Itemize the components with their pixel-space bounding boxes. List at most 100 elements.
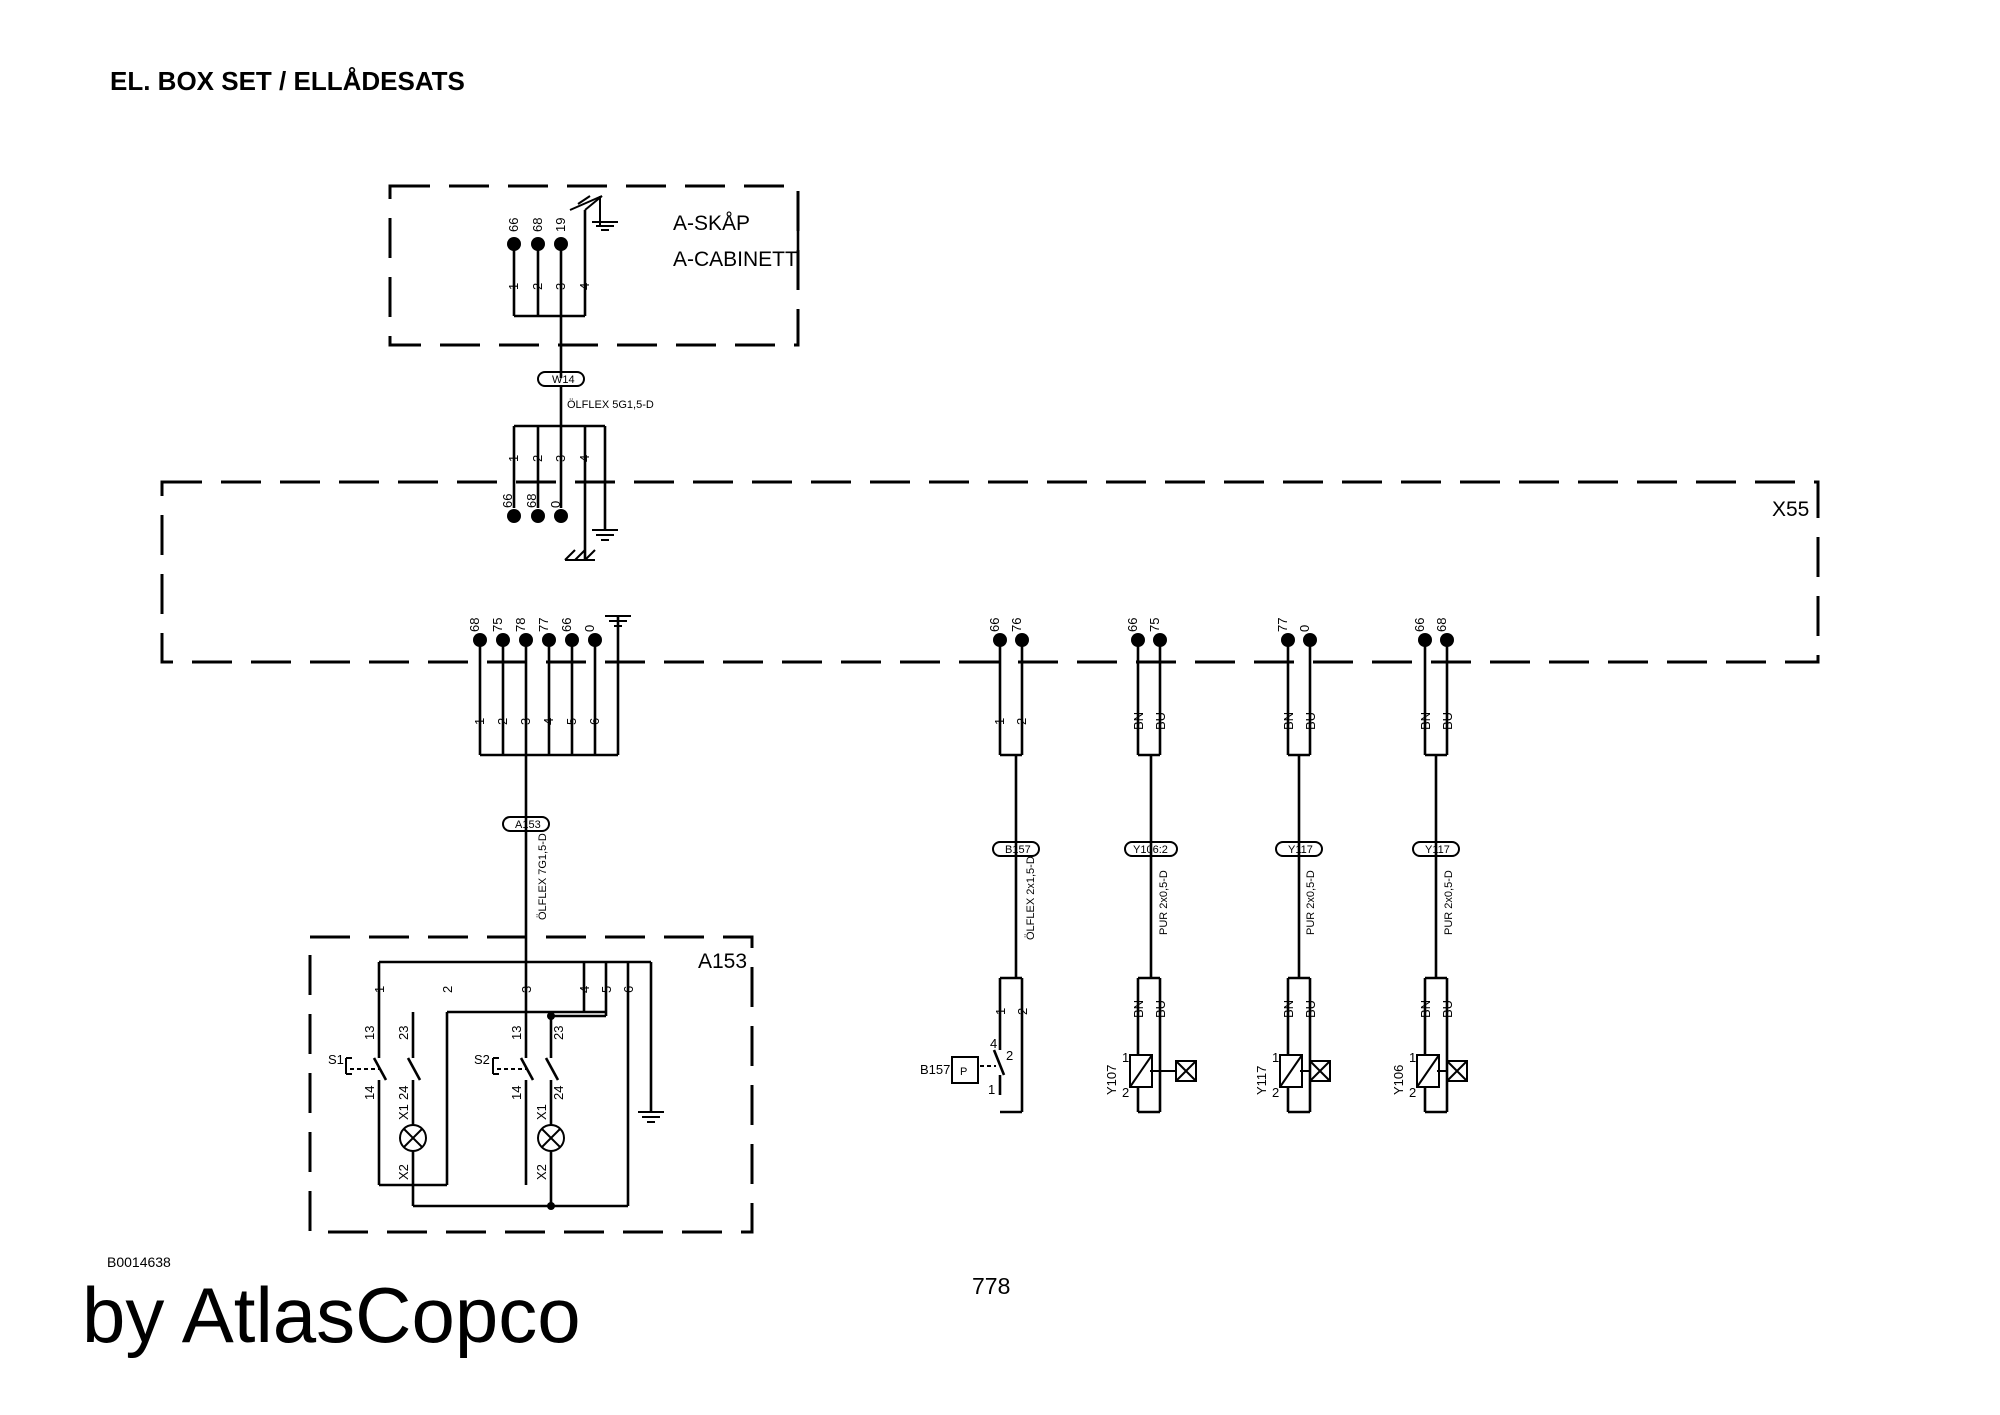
svg-text:23: 23 <box>551 1026 566 1040</box>
cable-w14-tag: W14 <box>552 374 575 386</box>
g2-pin-1: 1 <box>992 718 1007 725</box>
earth-ground-icon-4 <box>638 1111 664 1123</box>
a153-frame <box>308 935 754 1234</box>
switch-s2: S2 13 14 23 24 <box>474 1016 566 1185</box>
a-cabinet-label-1: A-SKÅP <box>673 212 750 235</box>
g1-pin-4: 4 <box>541 718 556 725</box>
x55-label: X55 <box>1772 498 1809 521</box>
svg-text:24: 24 <box>396 1086 411 1100</box>
g4-term-1: 77 <box>1275 618 1290 632</box>
cable-w14-spec: ÖLFLEX 5G1,5-D <box>567 399 654 411</box>
g1-term-5: 66 <box>559 618 574 632</box>
svg-text:BN: BN <box>1418 1000 1433 1018</box>
valve-y106-label: Y106 <box>1391 1065 1406 1095</box>
svg-text:1: 1 <box>1409 1050 1416 1065</box>
b157-p-label: P <box>960 1066 967 1078</box>
a153-pin-6: 6 <box>621 986 636 993</box>
svg-text:BU: BU <box>1303 1000 1318 1018</box>
svg-text:2: 2 <box>1006 1048 1013 1063</box>
svg-text:X1: X1 <box>534 1104 549 1120</box>
valve-icon-2 <box>1300 1060 1331 1082</box>
cable-y117-a: Y117 PUR 2x0,5-D <box>1275 841 1323 935</box>
g1-pin-1: 1 <box>472 718 487 725</box>
a-cab-term-2: 68 <box>530 218 545 232</box>
a-cab-pin-3: 3 <box>553 283 568 290</box>
a153-pin-5: 5 <box>599 986 614 993</box>
cable-y106-2: Y106:2 PUR 2x0,5-D <box>1124 841 1178 935</box>
g4-color-bu: BU <box>1303 712 1318 730</box>
a153-pin-4: 4 <box>577 986 592 993</box>
valve-y117: BN BU Y117 1 2 <box>1254 976 1331 1114</box>
cable-y106-2-tag: Y106:2 <box>1133 844 1168 856</box>
x55-left-term-3: 0 <box>548 501 563 508</box>
a-cab-term-1: 66 <box>506 218 521 232</box>
svg-text:1: 1 <box>1122 1050 1129 1065</box>
diagram-title: EL. BOX SET / ELLÅDESATS <box>110 66 465 96</box>
earth-ground-icon-2 <box>592 529 618 541</box>
g2-pin-2: 2 <box>1014 718 1029 725</box>
g4-term-2: 0 <box>1297 625 1312 632</box>
a153-pin-1: 1 <box>372 986 387 993</box>
chassis-ground-icon-2 <box>564 549 596 561</box>
earth-ground-icon-3 <box>605 615 631 627</box>
cable-a153: A153 ÖLFLEX 7G1,5-D <box>502 816 550 920</box>
g1-pin-3: 3 <box>518 718 533 725</box>
document-id: B0014638 <box>107 1254 171 1270</box>
x55-left-pin-3: 3 <box>553 455 568 462</box>
g3-color-bn: BN <box>1131 712 1146 730</box>
x55-group-b157: 66 76 1 2 <box>987 618 1029 978</box>
svg-text:4: 4 <box>990 1036 997 1051</box>
cable-y117-b-tag: Y117 <box>1425 844 1450 856</box>
g1-pin-5: 5 <box>564 718 579 725</box>
valve-y106: BN BU Y106 1 2 <box>1391 976 1468 1114</box>
x55-left-pin-2: 2 <box>530 455 545 462</box>
x55-box: X55 66 68 0 68 75 78 <box>160 470 1820 978</box>
g2-term-2: 76 <box>1009 618 1024 632</box>
svg-text:13: 13 <box>362 1026 377 1040</box>
svg-text:BN: BN <box>1281 1000 1296 1018</box>
g1-term-1: 68 <box>467 618 482 632</box>
a153-label: A153 <box>698 950 747 973</box>
x55-group-a153: 68 75 78 77 66 0 1 2 3 4 5 6 <box>467 615 631 962</box>
cable-y117-a-tag: Y117 <box>1288 844 1313 856</box>
g5-color-bn: BN <box>1418 712 1433 730</box>
x55-group-y106: 66 68 BN BU <box>1412 618 1455 978</box>
svg-text:1: 1 <box>1272 1050 1279 1065</box>
svg-text:13: 13 <box>509 1026 524 1040</box>
g1-pin-6: 6 <box>587 718 602 725</box>
valve-icon-3 <box>1437 1060 1468 1082</box>
svg-text:1: 1 <box>988 1082 995 1097</box>
cable-y117-b: Y117 PUR 2x0,5-D <box>1412 841 1460 935</box>
g1-term-3: 78 <box>513 618 528 632</box>
g2-term-1: 66 <box>987 618 1002 632</box>
g5-color-bu: BU <box>1440 712 1455 730</box>
g3-term-2: 75 <box>1147 618 1162 632</box>
lamp-icon-1: X1 X2 <box>396 1104 427 1206</box>
cable-b157-spec: ÖLFLEX 2x1,5-D <box>1025 856 1037 940</box>
x55-left-term-1: 66 <box>500 494 515 508</box>
a-cab-pin-4: 4 <box>577 283 592 290</box>
lamp-icon-2: X1 X2 <box>534 1104 565 1206</box>
svg-text:14: 14 <box>509 1086 524 1100</box>
switch-s2-label: S2 <box>474 1052 490 1067</box>
valve-y117-label: Y117 <box>1254 1066 1269 1095</box>
svg-text:X1: X1 <box>396 1104 411 1120</box>
svg-text:2: 2 <box>1272 1085 1279 1100</box>
svg-text:2: 2 <box>1122 1085 1129 1100</box>
svg-text:23: 23 <box>396 1026 411 1040</box>
a153-pin-3: 3 <box>519 986 534 993</box>
brand-footer: by AtlasCopco <box>82 1271 581 1359</box>
cable-w14: W14 ÖLFLEX 5G1,5-D 1 2 3 4 <box>506 371 654 530</box>
valve-y107-label: Y107 <box>1104 1065 1119 1095</box>
a153-box: A153 1 2 3 4 5 6 S1 13 <box>308 935 754 1234</box>
b157-pressure-switch: 1 2 P B157 4 2 1 <box>920 976 1030 1114</box>
a-cab-pin-1: 1 <box>506 283 521 290</box>
b157-label: B157 <box>920 1062 950 1077</box>
g1-term-6: 0 <box>582 625 597 632</box>
a153-pin-2: 2 <box>440 986 455 993</box>
g5-term-1: 66 <box>1412 618 1427 632</box>
a-cab-pin-2: 2 <box>530 283 545 290</box>
g5-term-2: 68 <box>1434 618 1449 632</box>
svg-text:2: 2 <box>1015 1008 1030 1015</box>
